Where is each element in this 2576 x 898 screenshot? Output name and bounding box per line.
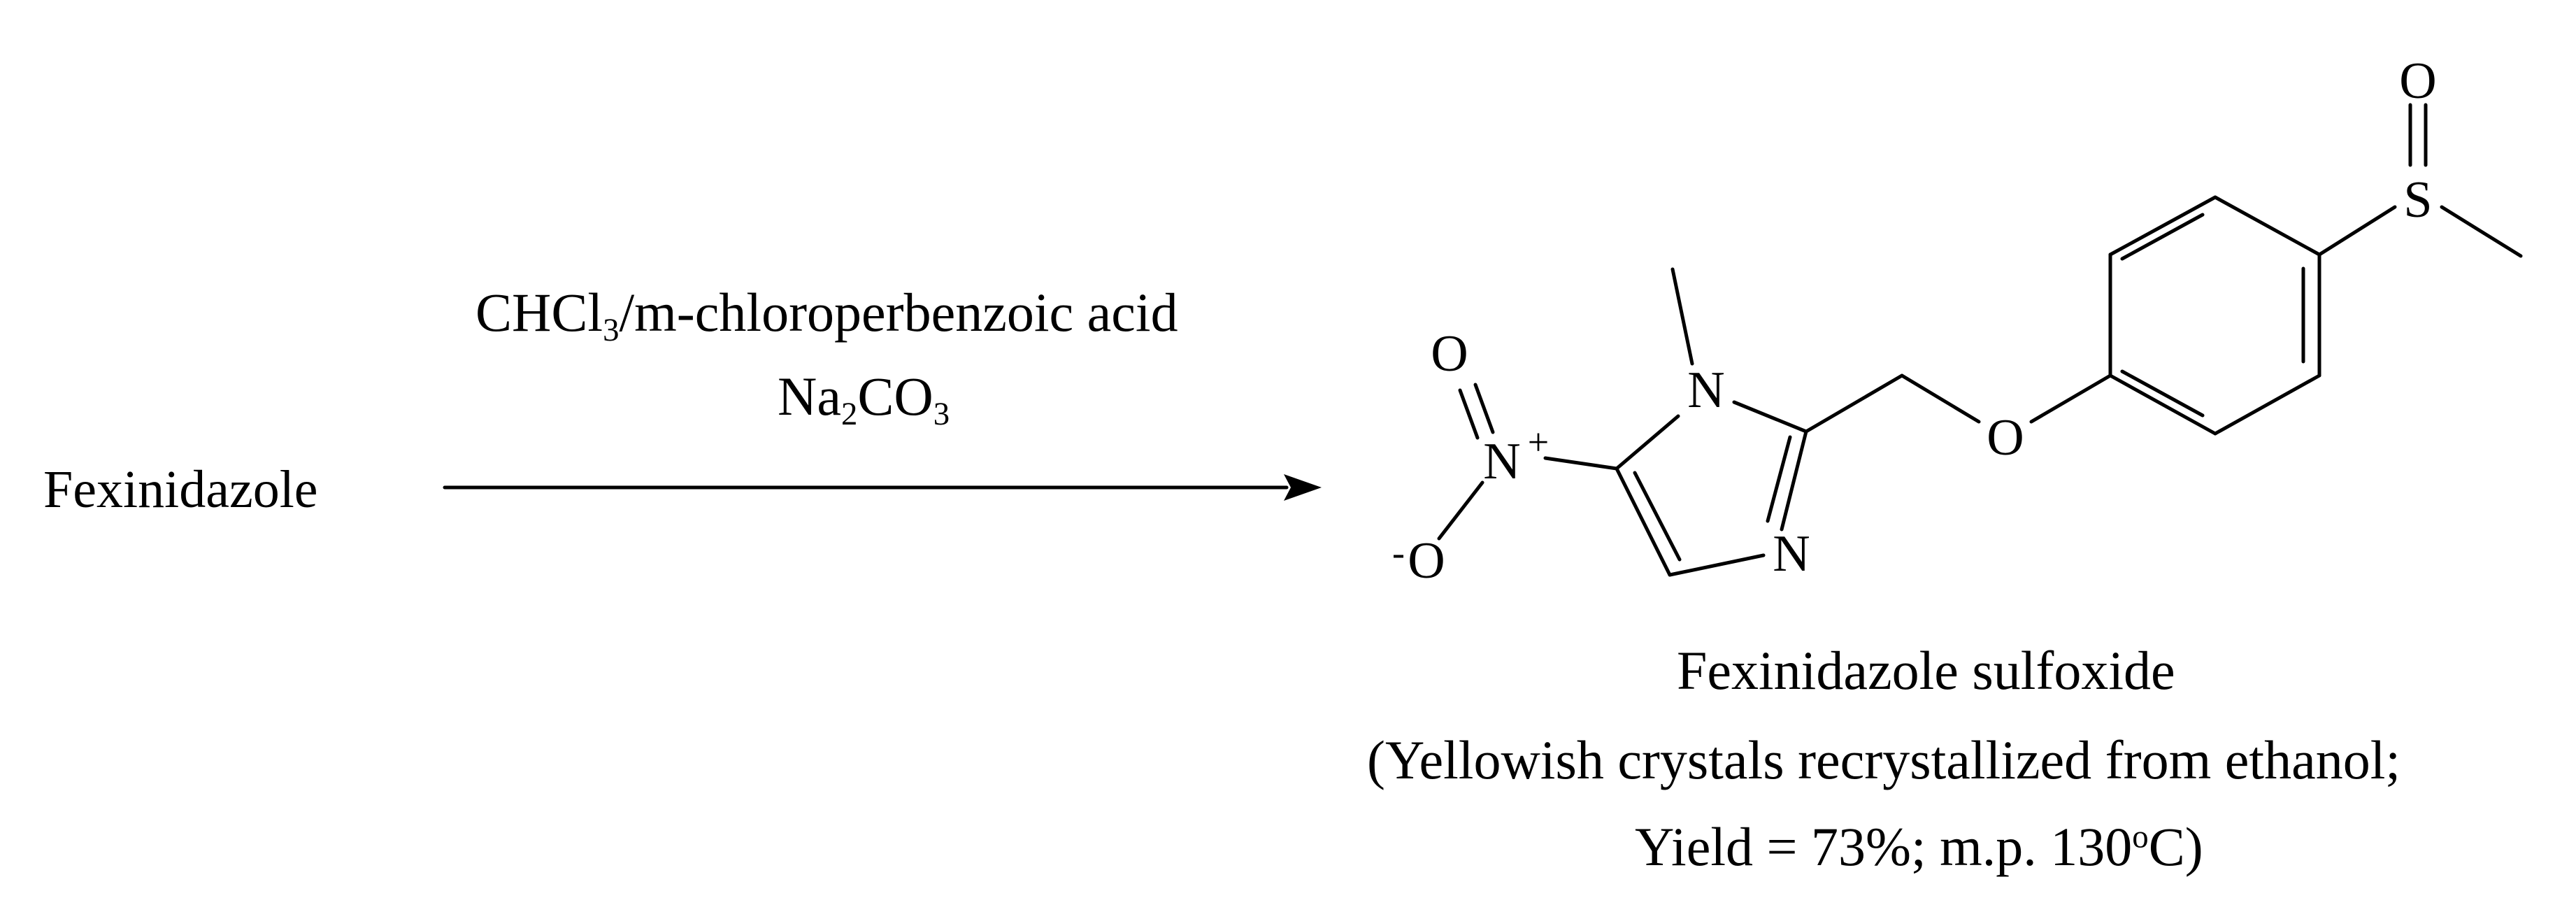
bond-n3-c2 [1780, 429, 1808, 532]
bond-c2-n1 [1732, 400, 1808, 434]
bond-ring-oxygen [2029, 373, 2112, 424]
reagent-chloroform-prefix: CHCl [475, 282, 603, 343]
product-yield-mp: Yield = 73%; m.p. 130 [1635, 816, 2133, 877]
reagent-sodium: Na [778, 366, 841, 427]
reagents-line-2: Na2CO3 [778, 366, 950, 431]
bond-benzene-inner-3 [2120, 369, 2205, 418]
bond-n-methyl [1670, 267, 1694, 366]
atom-sulfoxide-oxygen: O [2399, 52, 2436, 110]
bond-benzene-inner-2 [2120, 213, 2205, 261]
bond-n1-c5 [1615, 414, 1680, 471]
bond-nitro-o-minus [1437, 480, 1484, 541]
reagent-carbonate-subscript: 3 [933, 396, 950, 433]
reaction-arrow [443, 474, 1322, 501]
bond-benzene-1 [2213, 195, 2321, 257]
degree-symbol: o [2132, 818, 2149, 855]
reagent-chloroform-subscript: 3 [603, 312, 620, 349]
product-name: Fexinidazole sulfoxide [1677, 640, 2175, 701]
reagent-sodium-subscript: 2 [840, 396, 858, 433]
atom-nitro-oxygen-top: O [1431, 325, 1468, 383]
bond-benzene-5 [2213, 373, 2321, 436]
bond-nitro-o-1 [1473, 383, 1495, 434]
product-mp-unit: C) [2148, 816, 2203, 877]
bond-c4-n3 [1668, 553, 1766, 577]
product-structure-bonds [1437, 103, 2523, 577]
atom-ether-oxygen: O [1987, 409, 2024, 466]
reagents-line-1: CHCl3/m-chloroperbenzoic acid [475, 282, 1178, 347]
bond-n3-c2-inner [1766, 435, 1792, 523]
bond-c5-c4-inner [1633, 471, 1682, 562]
reagent-mcpba: /m-chloroperbenzoic acid [619, 282, 1178, 343]
bond-c5-c4 [1615, 466, 1672, 577]
bond-methylene-imidazole [1804, 373, 1904, 434]
atom-imidazole-n1: N [1687, 362, 1724, 419]
bond-benzene-4 [2108, 373, 2217, 436]
reaction-arrow-head [1284, 474, 1322, 501]
charge-minus: - [1392, 532, 1405, 573]
reactant-label: Fexinidazole [43, 460, 318, 519]
bond-s-ring [2317, 205, 2397, 257]
atom-nitro-nitrogen: N [1483, 433, 1520, 490]
product-structure-atoms: O S N O N N + O - O [1392, 52, 2437, 590]
atom-nitro-oxygen-bottom: O [1408, 532, 1445, 590]
atom-sulfur: S [2403, 171, 2432, 229]
product-note-line-2: Yield = 73%; m.p. 130oC) [1635, 820, 2203, 874]
bond-c5-nitro [1543, 456, 1619, 471]
charge-plus: + [1528, 421, 1549, 463]
reagent-carbonate: CO [857, 366, 933, 427]
bond-oxygen-methylene [1900, 373, 1981, 424]
product-note-line-1: (Yellowish crystals recrystallized from … [1367, 729, 2401, 790]
bond-s-methyl [2440, 205, 2523, 258]
bond-nitro-o-2 [1458, 388, 1480, 440]
bond-benzene-2 [2108, 195, 2217, 257]
atom-imidazole-n3: N [1773, 525, 1810, 583]
